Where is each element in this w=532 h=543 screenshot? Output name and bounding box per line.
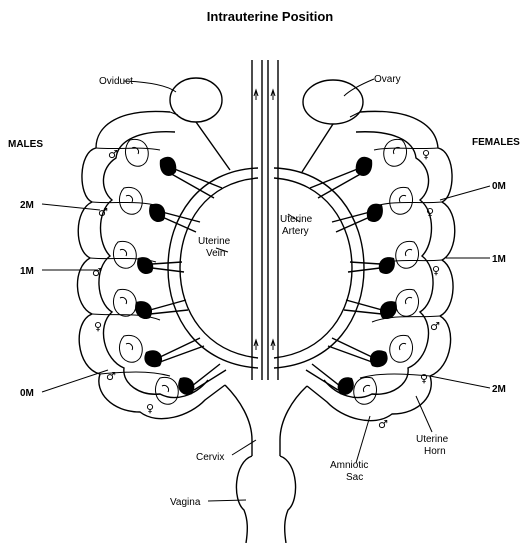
svg-text:♂: ♂: [378, 418, 388, 431]
left-sac-dividers: [90, 148, 170, 376]
amniotic-label-1: Amniotic: [330, 460, 368, 471]
svg-text:♀: ♀: [422, 148, 430, 161]
right-fetuses: ♀ ♀ ♀ ♂ ♀ ♂: [354, 139, 440, 431]
left-2m-label: 2M: [20, 200, 34, 211]
oviduct-label: Oviduct: [99, 76, 133, 87]
cervix-vagina: [225, 385, 307, 543]
uterine-artery-label-1: Uterine: [280, 214, 313, 225]
svg-text:♂: ♂: [92, 266, 102, 279]
left-0m-label: 0M: [20, 388, 34, 399]
vagina-label: Vagina: [170, 497, 201, 508]
svg-text:♂: ♂: [430, 320, 440, 333]
females-label: FEMALES: [472, 137, 520, 148]
left-ligament: [196, 122, 230, 170]
svg-text:♂: ♂: [106, 370, 116, 383]
svg-text:♀: ♀: [146, 402, 154, 415]
males-label: MALES: [8, 139, 43, 150]
svg-text:♂: ♂: [98, 206, 108, 219]
svg-text:♂: ♂: [108, 148, 118, 161]
cervix-label: Cervix: [196, 452, 224, 463]
uterine-vein-label-2: Vein: [206, 248, 225, 259]
svg-text:♀: ♀: [94, 320, 102, 333]
uterine-horn-label-2: Horn: [424, 446, 446, 457]
left-1m-label: 1M: [20, 266, 34, 277]
amniotic-label-2: Sac: [346, 472, 363, 483]
svg-text:♀: ♀: [420, 372, 428, 385]
right-ligament: [302, 124, 333, 172]
uterine-horn-label-1: Uterine: [416, 434, 449, 445]
right-0m-label: 0M: [492, 181, 506, 192]
uterine-vessels: [168, 60, 364, 380]
uterine-artery-label-2: Artery: [282, 226, 309, 237]
uterine-vein-label-1: Uterine: [198, 236, 231, 247]
right-1m-label: 1M: [492, 254, 506, 265]
diagram-title: Intrauterine Position: [207, 9, 333, 24]
right-ovary: [303, 80, 363, 124]
svg-text:♀: ♀: [426, 206, 434, 219]
right-2m-label: 2M: [492, 384, 506, 395]
ovary-label: Ovary: [374, 74, 401, 85]
svg-text:♀: ♀: [432, 264, 440, 277]
